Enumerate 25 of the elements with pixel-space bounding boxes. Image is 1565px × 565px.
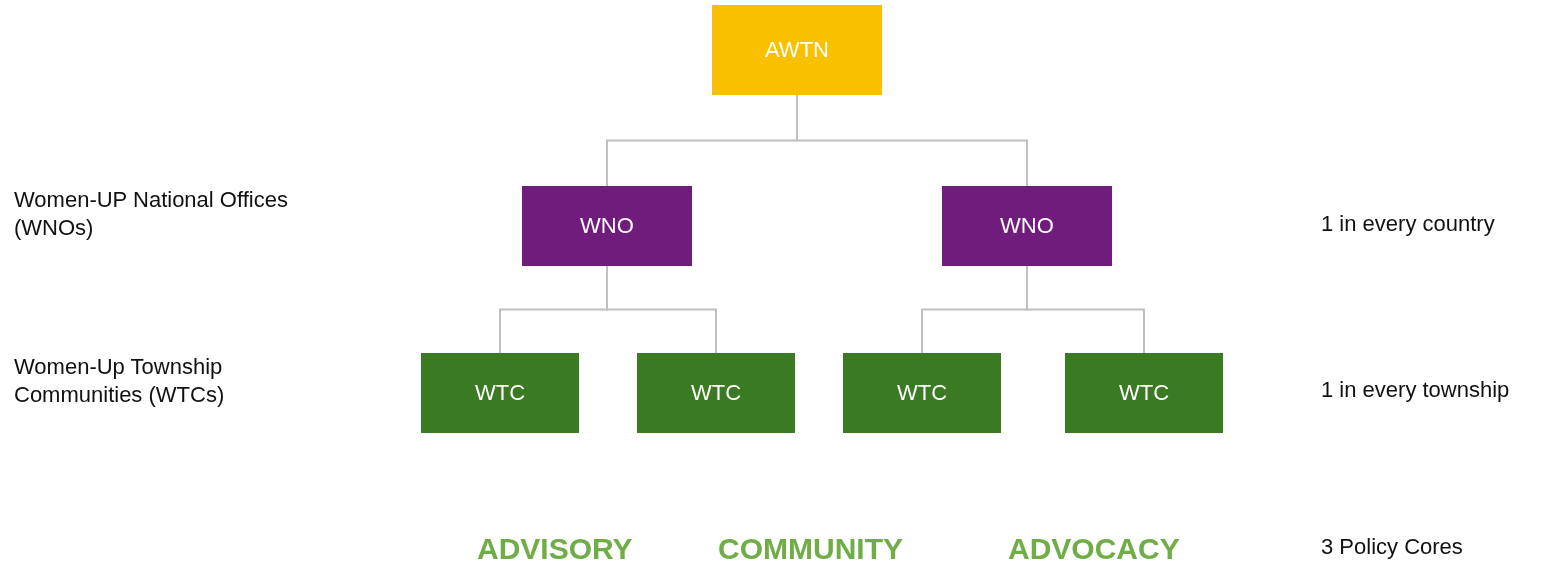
org-box	[843, 353, 1001, 433]
box-label: WTC	[1118, 380, 1170, 406]
org-box	[421, 353, 579, 433]
box-label: WTC	[896, 380, 948, 406]
level-label: Women-UP National Offices (WNOs)	[14, 186, 289, 241]
org-box	[1065, 353, 1223, 433]
policy-core-label: ADVOCACY	[1008, 531, 1180, 565]
box-label: WTC	[474, 380, 526, 406]
org-box	[522, 186, 692, 266]
count-note: 3 Policy Cores	[1321, 533, 1463, 561]
box-label: AWTN	[765, 37, 829, 63]
box-label: WNO	[580, 213, 634, 239]
count-note: 1 in every country	[1321, 210, 1495, 238]
org-box	[637, 353, 795, 433]
org-box	[712, 5, 882, 95]
box-label: WTC	[690, 380, 742, 406]
connector-line	[1026, 265, 1145, 354]
box-label: WNO	[1000, 213, 1054, 239]
count-note: 1 in every township	[1321, 376, 1510, 404]
connector-line	[606, 265, 717, 354]
org-box	[942, 186, 1112, 266]
connector-line	[796, 94, 1028, 187]
policy-core-label: ADVISORY	[477, 531, 633, 565]
policy-core-label: COMMUNITY	[718, 531, 903, 565]
level-label: Women-Up Township Communities (WTCs)	[14, 353, 226, 408]
